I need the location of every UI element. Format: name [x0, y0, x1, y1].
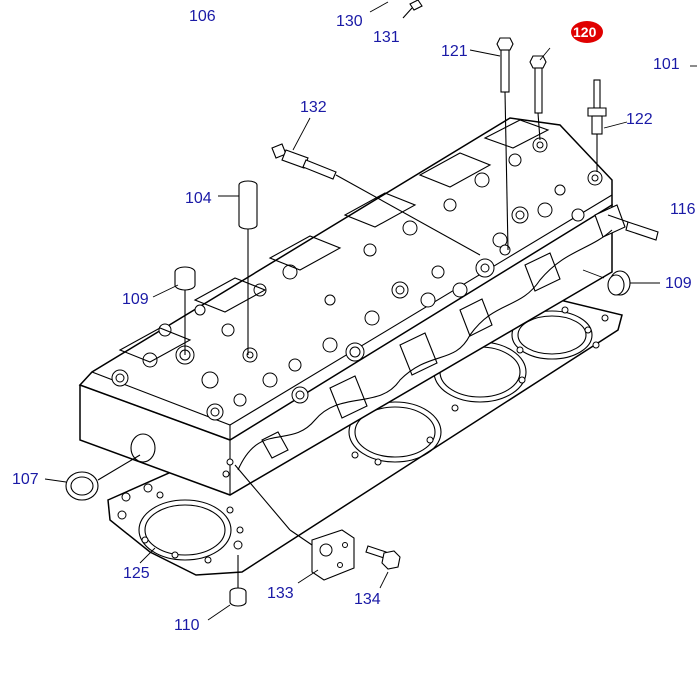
gasket-bolt-holes — [117, 306, 609, 564]
callout-109-left[interactable]: 109 — [122, 291, 149, 308]
leader-lines — [44, 1, 660, 621]
head-gasket[interactable] — [107, 299, 623, 576]
callout-106[interactable]: 106 — [189, 8, 216, 25]
callout-125[interactable]: 125 — [123, 565, 150, 582]
highlight-marker — [571, 21, 603, 43]
stud-116[interactable] — [607, 214, 659, 241]
plug-109-right[interactable] — [607, 270, 631, 296]
callout-120[interactable]: 120 — [573, 24, 597, 40]
sleeve-104[interactable] — [238, 180, 258, 355]
head-bolt-121[interactable] — [496, 37, 514, 251]
callout-130[interactable]: 130 — [336, 13, 363, 30]
cylinder-head[interactable] — [78, 117, 626, 496]
o-ring-107[interactable] — [65, 454, 141, 501]
head-top-holes — [111, 137, 603, 421]
cover-plate-133[interactable] — [234, 464, 355, 581]
callout-131[interactable]: 131 — [373, 29, 400, 46]
exhaust-ports — [261, 204, 626, 459]
valve-pockets — [118, 119, 550, 363]
dowel-110[interactable] — [229, 555, 247, 607]
callout-110[interactable]: 110 — [174, 617, 200, 634]
plug-109-left[interactable] — [174, 266, 196, 355]
callout-107[interactable]: 107 — [12, 471, 39, 488]
callout-121[interactable]: 121 — [441, 43, 468, 60]
callout-104[interactable]: 104 — [185, 190, 212, 207]
stud-bolt-122[interactable] — [587, 79, 607, 172]
callout-132[interactable]: 132 — [300, 99, 327, 116]
head-bolt-120[interactable] — [529, 55, 547, 141]
gasket-bore-rings — [138, 310, 593, 561]
callout-133[interactable]: 133 — [267, 585, 294, 602]
part-131[interactable] — [402, 0, 423, 19]
callout-120-highlight[interactable]: 120 — [571, 21, 603, 43]
callout-116[interactable]: 116 — [670, 201, 696, 218]
callout-109-right[interactable]: 109 — [665, 275, 692, 292]
callout-134[interactable]: 134 — [354, 591, 381, 608]
callout-101[interactable]: 101 — [653, 56, 680, 73]
bolt-134[interactable] — [365, 545, 401, 570]
sensor-132[interactable] — [271, 143, 481, 256]
callout-122[interactable]: 122 — [626, 111, 653, 128]
